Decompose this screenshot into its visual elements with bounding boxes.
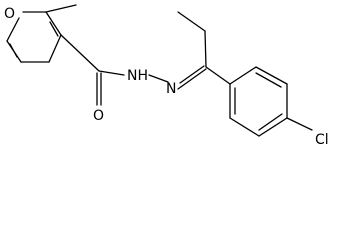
double-bond-b4-b5 [258,113,283,131]
bond-b1-b2 [229,66,257,85]
bond-b4-b5 [258,117,288,137]
double-bond-c5-c6 [9,43,18,58]
molecule-structure: O O NH N Cl [4,4,329,148]
bond-b2-b3 [255,66,288,85]
carbonyl-oxygen-label: O [93,108,104,124]
bond-nh-n [148,74,169,83]
double-bond-b2-b3 [255,72,282,88]
ethyl-bond-1 [204,30,207,68]
chlorine-label: Cl [315,132,329,148]
furan-ring [6,11,62,63]
bond-c2-c3 [45,11,62,36]
bond-c6-o [6,17,20,42]
amide-nh-label: NH [127,68,148,84]
hydrazone-n-label: N [166,81,176,97]
bond-imine-phenyl [205,66,231,85]
bond-c3-c4 [48,34,62,63]
bond-ring-cl [286,117,313,131]
bond-carbonyl-nh [98,70,125,76]
furan-oxygen-label: O [4,6,15,22]
methyl-bond [45,4,77,13]
ethyl-bond-2 [177,11,206,32]
benzene-ring [229,66,288,137]
bond-ring-carbonyl [60,34,100,72]
bond-b5-b6 [229,117,260,137]
imine-double-bond-b [177,68,207,90]
double-bond-c2-c3 [49,21,59,37]
imine-double-bond-a [179,65,205,84]
